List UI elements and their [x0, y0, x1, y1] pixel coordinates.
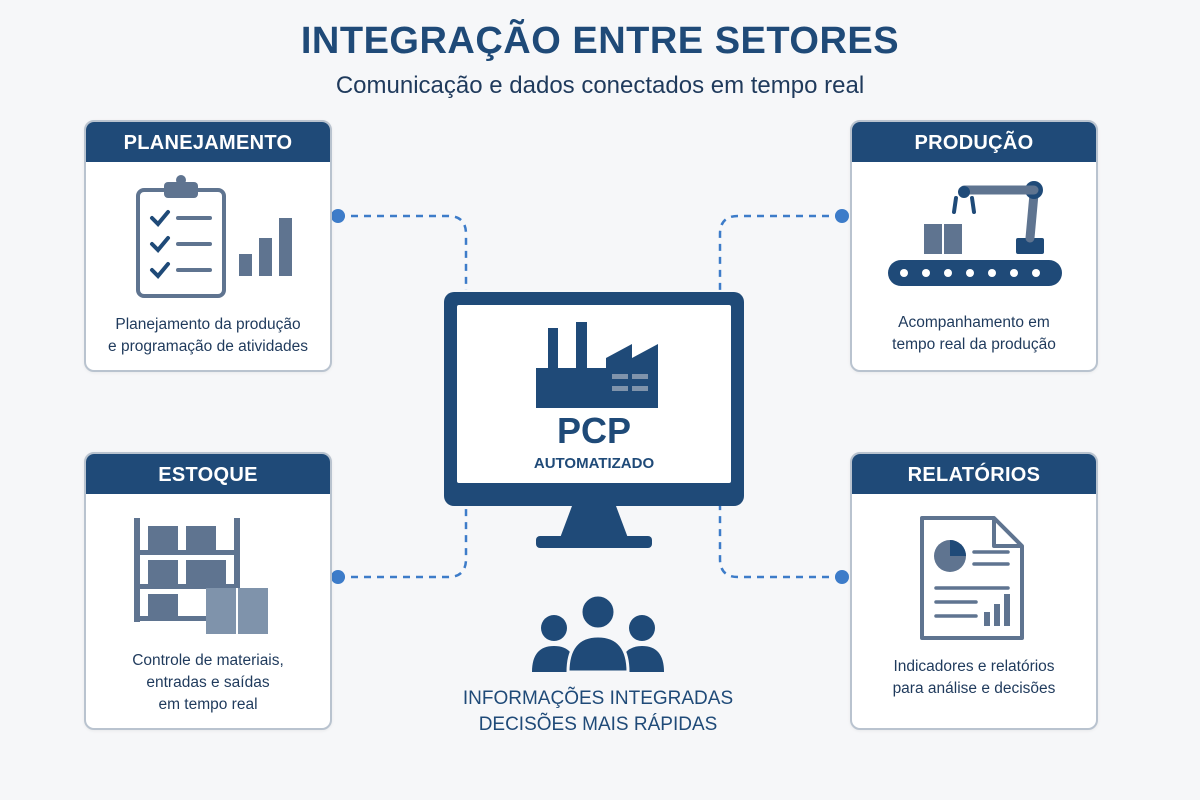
center-title: PCP	[556, 410, 632, 451]
connector-planejamento	[338, 214, 468, 290]
card-title: RELATÓRIOS	[852, 454, 1096, 494]
connector-dot-planejamento	[331, 209, 345, 223]
card-title: PRODUÇÃO	[852, 122, 1096, 162]
footer-line-1: INFORMAÇÕES INTEGRADAS	[462, 688, 734, 709]
warehouse-shelf-icon	[134, 518, 268, 634]
connector-dot-estoque	[331, 570, 345, 584]
page-subtitle: Comunicação e dados conectados em tempo …	[335, 72, 865, 99]
monitor-icon	[444, 292, 744, 548]
card-description: Indicadores e relatórios para análise e …	[892, 658, 1056, 697]
team-icon	[532, 593, 664, 672]
card-description: Controle de materiais, entradas e saídas…	[132, 652, 284, 713]
footer-message: INFORMAÇÕES INTEGRADAS DECISÕES MAIS RÁP…	[420, 686, 776, 738]
connector-relatorios	[718, 506, 842, 579]
center-subtitle: AUTOMATIZADO	[533, 455, 655, 472]
card-relatorios: RELATÓRIOS Indicadores e relatórios para…	[850, 452, 1098, 730]
connector-estoque	[338, 506, 468, 579]
card-title: ESTOQUE	[86, 454, 330, 494]
card-producao: PRODUÇÃO Acompanhamento em tempo real da…	[850, 120, 1098, 372]
connector-dot-producao	[835, 209, 849, 223]
page-title: INTEGRAÇÃO ENTRE SETORES	[300, 20, 900, 62]
factory-icon	[536, 322, 658, 408]
card-description: Planejamento da produção e programação d…	[108, 316, 308, 355]
clipboard-checklist-icon	[136, 175, 292, 298]
footer-line-2: DECISÕES MAIS RÁPIDAS	[478, 714, 718, 735]
card-planejamento: PLANEJAMENTO Planejamento da produção e …	[84, 120, 332, 372]
card-estoque: ESTOQUE Controle de materiais, entradas …	[84, 452, 332, 730]
connector-producao	[718, 214, 842, 290]
connector-dot-relatorios	[835, 570, 849, 584]
card-description: Acompanhamento em tempo real da produção	[892, 314, 1056, 353]
card-title: PLANEJAMENTO	[86, 122, 330, 162]
report-document-icon	[920, 516, 1024, 640]
robot-arm-conveyor-icon	[888, 181, 1062, 286]
